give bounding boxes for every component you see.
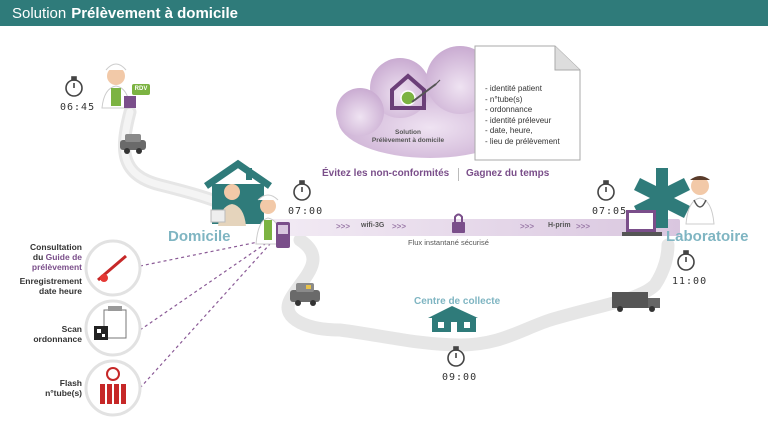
document-item: lieu de prélèvement (485, 137, 560, 148)
banner-divider (458, 168, 459, 181)
document-item: n°tube(s) (485, 95, 560, 106)
stopwatch-icon-1 (65, 76, 83, 97)
handheld-device-icon (276, 222, 290, 248)
flux-arrows-3: >>> (520, 222, 535, 231)
stopwatch-icon-2 (293, 180, 311, 201)
time-0900: 09:00 (442, 372, 478, 383)
step-circle-flash (84, 359, 142, 417)
rdv-label: RDV (134, 86, 148, 92)
home-pin-icon (390, 73, 441, 110)
document-item: identité préleveur (485, 116, 560, 127)
location-domicile: Domicile (168, 228, 231, 245)
time-0705: 07:05 (592, 206, 628, 217)
flux-arrows-4: >>> (576, 222, 591, 231)
step-enreg-line1: Enregistrement (19, 276, 82, 286)
banner-left: Évitez les non-conformités (322, 168, 450, 179)
step-connectors (139, 239, 271, 389)
header-title: Prélèvement à domicile (71, 4, 238, 22)
laboratory-icon (622, 168, 715, 236)
lock-icon (452, 213, 465, 233)
header-prefix: Solution (12, 4, 67, 22)
step-flash-line2: n°tube(s) (45, 388, 82, 398)
step-consult-prefix: du (32, 252, 46, 262)
stopwatch-icon-4 (677, 250, 695, 271)
house-icon (204, 159, 283, 245)
header-bar: Solution Prélèvement à domicile (0, 0, 768, 26)
collection-center-icon (428, 306, 478, 332)
step-circle-scan (84, 299, 142, 357)
cloud-caption-line2: Prélèvement à domicile (371, 137, 445, 144)
document-items: identité patient n°tube(s) ordonnance id… (485, 84, 560, 147)
step-enreg-line2: date heure (39, 286, 82, 296)
flux-arrows-2: >>> (392, 222, 407, 231)
document-item: ordonnance (485, 105, 560, 116)
car-icon-mid (290, 283, 320, 306)
step-scan-line1: Scan (61, 324, 82, 334)
time-1100: 11:00 (672, 276, 708, 287)
rdv-badge-icon (124, 84, 150, 108)
document-item: identité patient (485, 84, 560, 95)
flux-band (260, 219, 680, 236)
time-0645: 06:45 (60, 102, 96, 113)
nurse-icon (101, 63, 131, 109)
time-0700: 07:00 (288, 206, 324, 217)
step-flash-line1: Flash (59, 378, 82, 388)
step-consult-line3: prélèvement (31, 262, 82, 272)
cloud-caption: Solution Prélèvement à domicile (360, 129, 456, 145)
step-label-scan: Scan ordonnance (2, 324, 82, 344)
flux-hprim: H-prim (548, 222, 571, 229)
flux-arrows-1: >>> (336, 222, 351, 231)
step-circle-guide (84, 239, 142, 297)
step-label-flash: Flash n°tube(s) (2, 378, 82, 398)
banner-right: Gagnez du temps (466, 168, 550, 179)
step-label-consultation: Consultation du Guide de prélèvement (2, 242, 82, 272)
step-consult-line1: Consultation (30, 242, 82, 252)
location-centre: Centre de collecte (414, 296, 501, 307)
stopwatch-icon-5 (447, 346, 465, 367)
flux-wifi: wifi-3G (361, 222, 385, 229)
truck-icon (612, 292, 660, 312)
step-label-enregistrement: Enregistrement date heure (2, 276, 82, 296)
step-scan-line2: ordonnance (33, 334, 82, 344)
location-laboratoire: Laboratoire (666, 228, 749, 245)
stopwatch-icon-3 (597, 180, 615, 201)
document-item: date, heure, (485, 126, 560, 137)
step-consult-guide: Guide de (45, 252, 82, 262)
cloud-caption-line1: Solution (395, 129, 421, 136)
car-icon-top (120, 134, 146, 154)
step-consult-line2: du Guide de (2, 252, 82, 262)
flux-secure-label: Flux instantané sécurisé (408, 238, 489, 247)
